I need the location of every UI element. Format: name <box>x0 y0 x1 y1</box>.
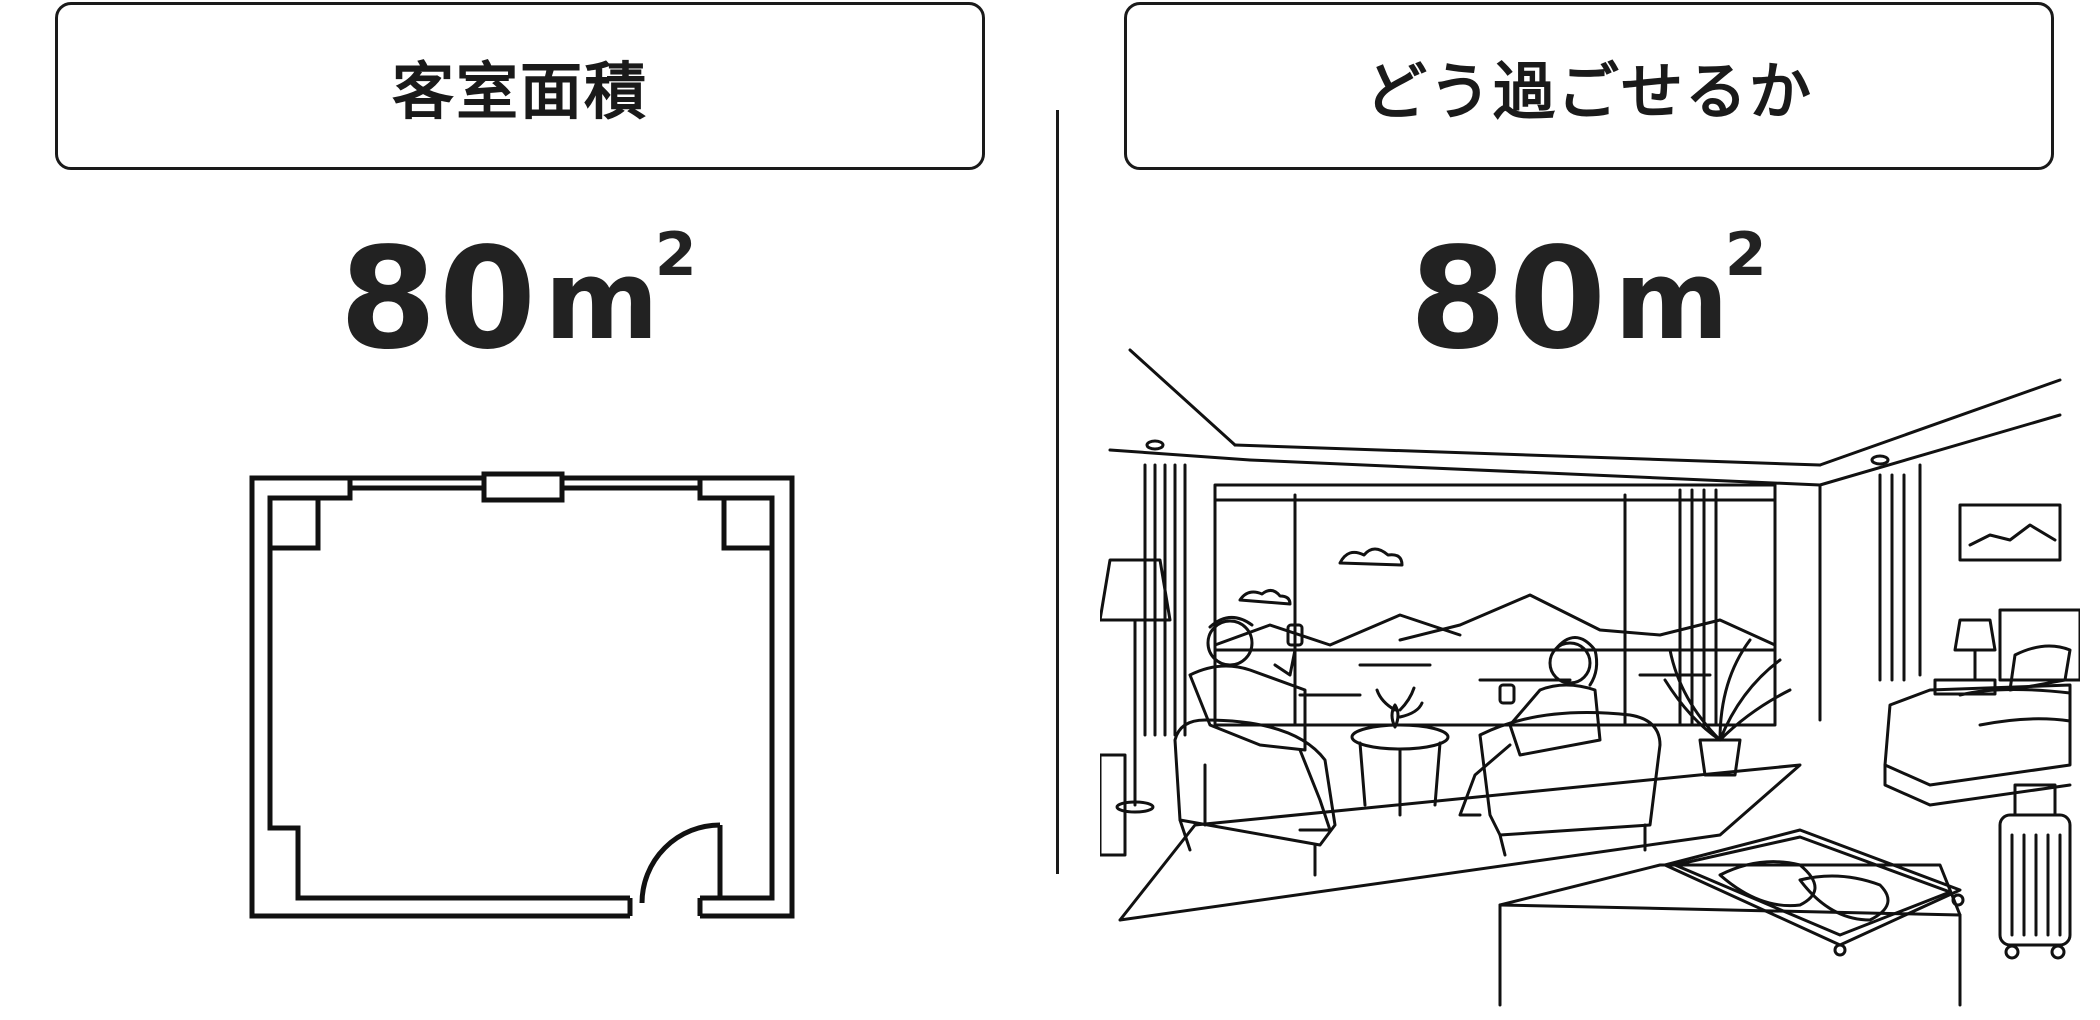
header-how-to-spend-label: どう過ごせるか <box>1364 55 1813 128</box>
area-number-left: 80 <box>339 218 539 381</box>
floor-plan-icon <box>249 471 795 919</box>
hotel-room-icon <box>1100 348 2080 1007</box>
header-room-area-label: 客室面積 <box>391 55 648 128</box>
area-unit-sup-left: 2 <box>654 220 697 290</box>
area-unit-right: m <box>1614 236 1729 364</box>
center-divider <box>1056 110 1059 874</box>
area-value-right: 80 m 2 <box>1288 225 1888 385</box>
area-value-left: 80 m 2 <box>218 225 818 385</box>
area-unit-sup-right: 2 <box>1724 220 1767 290</box>
area-unit-left: m <box>544 236 659 364</box>
area-number-right: 80 <box>1409 218 1609 381</box>
header-room-area: 客室面積 <box>55 2 985 170</box>
header-how-to-spend: どう過ごせるか <box>1124 2 2054 170</box>
